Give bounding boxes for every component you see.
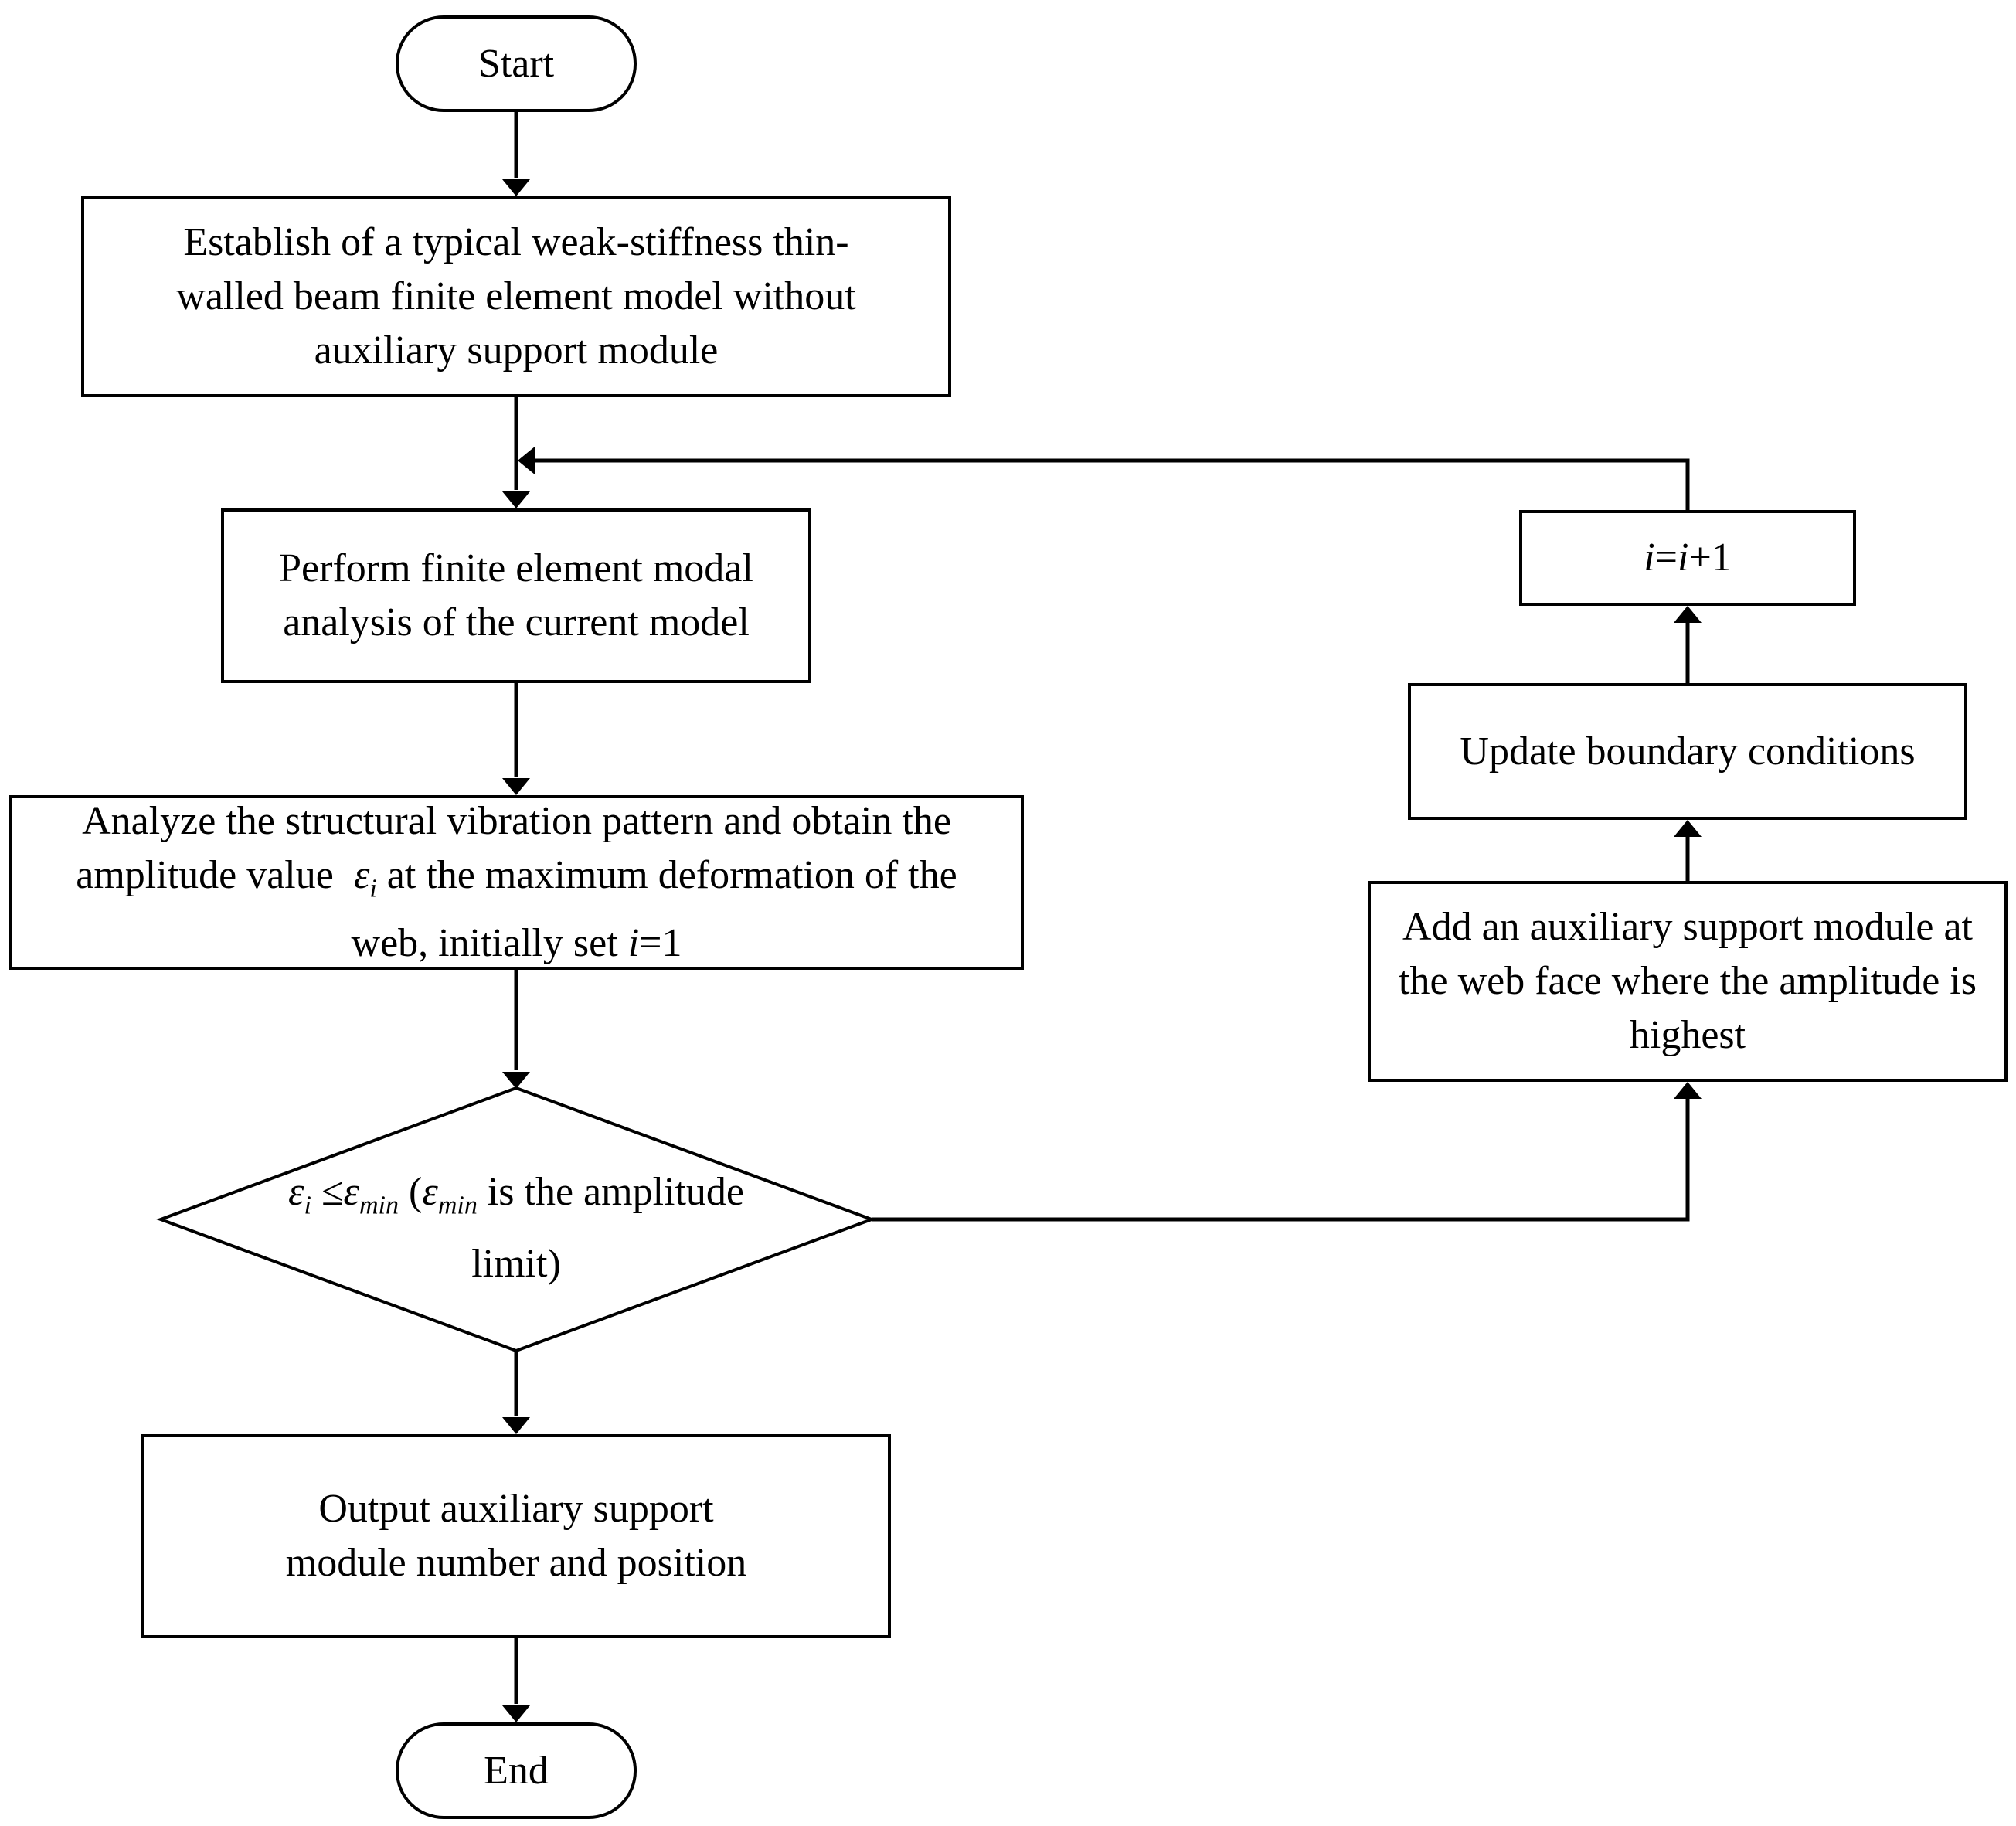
arrowhead-decision-to-add [1674,1082,1702,1099]
modal-analysis-label: Perform finite element modal analysis of… [279,546,753,644]
decision-epsilon-1: ε [288,1170,304,1214]
increment-var-a: i [1644,536,1655,580]
analyze-vibration-box: Analyze the structural vibration pattern… [9,795,1024,970]
arrowhead-loop-back [518,447,535,474]
increment-eq: = [1654,536,1678,580]
arrowhead-add-to-update [1674,820,1702,837]
decision-subscript-min-2: min [437,1191,478,1220]
establish-model-label: Establish of a typical weak-stiffness th… [176,220,856,372]
analyze-line-3-post: =1 [639,920,682,965]
start-label: Start [478,41,555,86]
arrowhead-output-to-end [502,1705,530,1722]
arrowhead-analyze-to-decision [502,1072,530,1089]
add-support-box: Add an auxiliary support module at the w… [1368,881,2008,1082]
decision-line-1: εi ≤εmin (εmin is the amplitude [246,1163,787,1235]
arrowhead-start-to-establish [502,179,530,196]
increment-var-b: i [1678,536,1689,580]
start-terminal: Start [396,15,637,112]
arrow-decision-to-add [872,1099,1690,1222]
decision-line-2: limit) [471,1242,561,1287]
output-box: Output auxiliary support module number a… [141,1434,891,1638]
decision-subscript-i: i [304,1191,311,1220]
analyze-line-2-pre: amplitude value [76,853,334,898]
end-terminal: End [396,1722,637,1819]
modal-analysis-box: Perform finite element modal analysis of… [221,508,811,683]
arrowhead-modal-to-analyze [502,778,530,795]
analyze-line-3: web, initially set i=1 [352,916,682,971]
analyze-line-2: amplitude value εi at the maximum deform… [76,848,957,916]
arrowhead-decision-to-output [502,1417,530,1434]
add-support-label: Add an auxiliary support module at the w… [1399,905,1977,1057]
analyze-line-3-pre: web, initially set [351,920,618,965]
update-boundary-box: Update boundary conditions [1408,683,1967,820]
output-label: Output auxiliary support module number a… [285,1487,747,1585]
increment-plus: +1 [1688,536,1732,580]
analyze-line-1: Analyze the structural vibration pattern… [82,799,951,844]
arrowhead-establish-to-modal [502,491,530,508]
establish-model-box: Establish of a typical weak-stiffness th… [81,196,951,397]
decision-subscript-min-1: min [359,1191,399,1220]
decision-tail: is the amplitude [487,1170,744,1214]
increment-label: i=i+1 [1644,531,1732,585]
decision-epsilon-3: ε [422,1170,438,1214]
variable-i: i [627,920,640,965]
increment-box: i=i+1 [1519,510,1856,606]
decision-diamond [156,1086,876,1353]
analyze-line-2-post: at the maximum deformation of the [386,853,957,898]
end-label: End [484,1748,549,1793]
subscript-i: i [369,874,377,903]
arrow-loop-back [533,458,1690,510]
decision-paren-open: ( [409,1170,423,1214]
update-boundary-label: Update boundary conditions [1460,729,1916,774]
decision-leq: ≤ [321,1170,344,1214]
decision-text: εi ≤εmin (εmin is the amplitude limit) [246,1163,787,1294]
arrowhead-update-to-increment [1674,606,1702,623]
epsilon-symbol: ε [353,853,370,898]
decision-epsilon-2: ε [343,1170,360,1214]
